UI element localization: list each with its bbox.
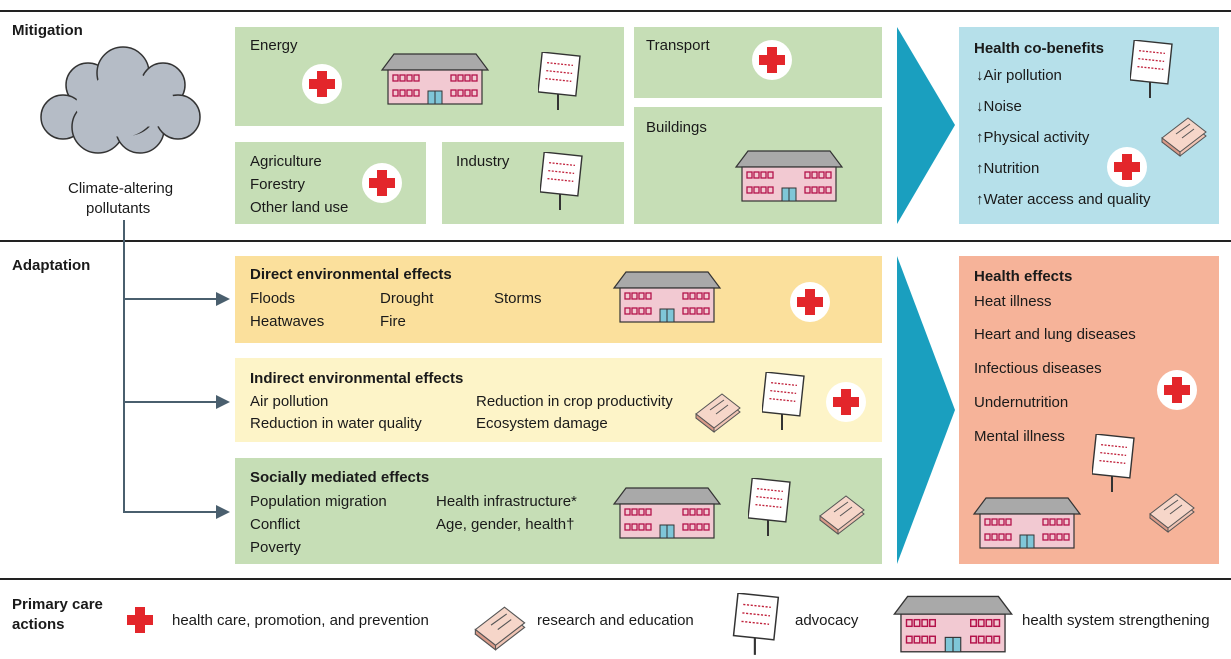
social-effect-item: Age, gender, health† (436, 516, 575, 533)
adaptation-arrow-icon (897, 256, 955, 564)
primary-care-label-line2: actions (12, 616, 65, 633)
co-benefit-item: ↑Water access and quality (976, 191, 1151, 208)
adaptation-label: Adaptation (12, 257, 91, 274)
mitigation-label: Mitigation (12, 22, 83, 39)
co-benefit-item: ↑Nutrition (976, 160, 1040, 177)
health-effect-item: Undernutrition (974, 394, 1069, 411)
indirect-effect-item: Air pollution (250, 393, 329, 410)
industry-box (442, 142, 624, 224)
research-book-icon (474, 606, 526, 651)
direct-effects-title: Direct environmental effects (250, 266, 452, 283)
direct-effect-item: Drought (380, 290, 434, 307)
mitigation-arrow-icon (897, 27, 955, 224)
co-benefit-item: ↓Noise (976, 98, 1022, 115)
arrowhead-icon (216, 395, 230, 409)
arrowhead-icon (216, 292, 230, 306)
connector-social (123, 511, 223, 513)
co-benefit-item: ↑Physical activity (976, 129, 1090, 146)
social-effect-item: Poverty (250, 539, 301, 556)
indirect-effect-item: Reduction in crop productivity (476, 393, 673, 410)
red-cross-icon (302, 64, 342, 104)
advocacy-sign-icon (762, 372, 805, 431)
red-cross-icon (790, 282, 830, 322)
health-effect-item: Heart and lung diseases (974, 326, 1136, 343)
cloud-label-line2: pollutants (86, 200, 151, 217)
hospital-icon (893, 595, 1013, 653)
research-book-icon (819, 495, 865, 535)
forestry-label: Forestry (250, 176, 306, 193)
red-cross-icon (120, 600, 160, 640)
direct-effect-item: Floods (250, 290, 296, 307)
legend-research-label: research and education (537, 612, 694, 629)
advocacy-sign-icon (732, 593, 780, 656)
agriculture-label: Agriculture (250, 153, 322, 170)
primary-care-label-line1: Primary care (12, 596, 103, 613)
hospital-icon (613, 271, 721, 323)
direct-effect-item: Heatwaves (250, 313, 325, 330)
hospital-icon (973, 497, 1081, 549)
health-effects-title: Health effects (974, 268, 1073, 285)
hospital-icon (613, 487, 721, 539)
connector-vertical (123, 220, 125, 512)
advocacy-sign-icon (1092, 434, 1135, 493)
co-benefit-item: ↓Air pollution (976, 67, 1062, 84)
transport-label: Transport (646, 37, 710, 54)
co-benefits-title: Health co-benefits (974, 40, 1105, 57)
direct-effects-box (235, 256, 882, 343)
indirect-effects-title: Indirect environmental effects (250, 370, 464, 387)
research-book-icon (1161, 117, 1207, 157)
connector-direct (123, 298, 223, 300)
hospital-icon (735, 150, 843, 202)
advocacy-sign-icon (538, 52, 581, 111)
indirect-effect-item: Ecosystem damage (476, 415, 608, 432)
red-cross-icon (826, 382, 866, 422)
social-effects-title: Socially mediated effects (250, 469, 430, 486)
legend-system-label: health system strengthening (1022, 612, 1210, 629)
red-cross-icon (362, 163, 402, 203)
research-book-icon (1149, 493, 1195, 533)
energy-label: Energy (250, 37, 298, 54)
buildings-label: Buildings (646, 119, 707, 136)
industry-label: Industry (456, 153, 510, 170)
direct-effect-item: Storms (494, 290, 542, 307)
health-effect-item: Infectious diseases (974, 360, 1102, 377)
direct-effect-item: Fire (380, 313, 406, 330)
cloud-label-line1: Climate-altering (68, 180, 174, 197)
hospital-icon (381, 53, 489, 105)
red-cross-icon (1107, 147, 1147, 187)
social-effect-item: Health infrastructure* (436, 493, 577, 510)
red-cross-icon (752, 40, 792, 80)
advocacy-sign-icon (1130, 40, 1173, 99)
arrowhead-icon (216, 505, 230, 519)
top-rule (0, 10, 1231, 12)
social-effect-item: Population migration (250, 493, 387, 510)
research-book-icon (695, 393, 741, 433)
health-effect-item: Mental illness (974, 428, 1065, 445)
legend-advocacy-label: advocacy (795, 612, 859, 629)
social-effect-item: Conflict (250, 516, 301, 533)
mitigation-adaptation-divider (0, 240, 1231, 242)
legend-care-label: health care, promotion, and prevention (172, 612, 429, 629)
advocacy-sign-icon (748, 478, 791, 537)
health-effect-item: Heat illness (974, 293, 1052, 310)
adaptation-primary-divider (0, 578, 1231, 580)
connector-indirect (123, 401, 223, 403)
red-cross-icon (1157, 370, 1197, 410)
other-land-use-label: Other land use (250, 199, 349, 216)
co-benefits-box (959, 27, 1219, 224)
indirect-effect-item: Reduction in water quality (250, 415, 422, 432)
advocacy-sign-icon (540, 152, 583, 211)
cloud-icon (40, 46, 201, 154)
